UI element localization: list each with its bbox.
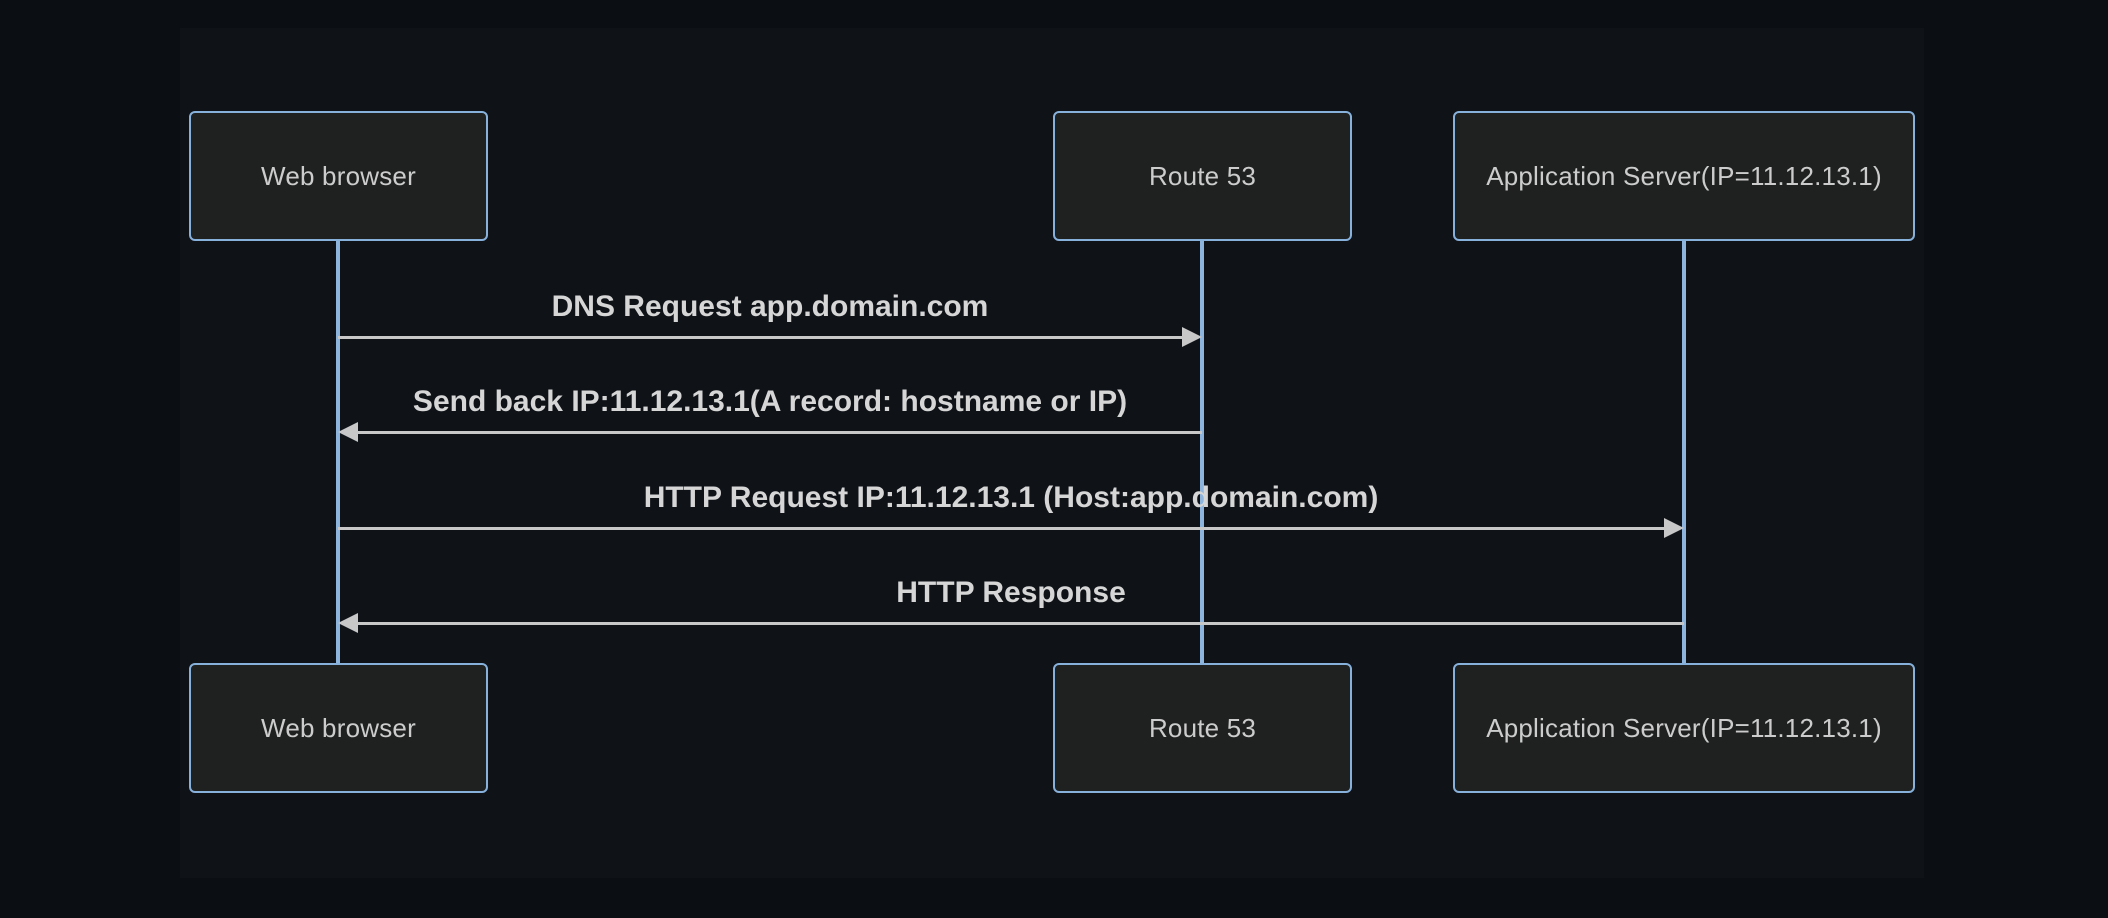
actor-box-route-53-bottom: Route 53 <box>1053 663 1352 793</box>
actor-label-route-53: Route 53 <box>1148 712 1257 743</box>
actor-label-application-server: Application Server(IP=11.12.13.1) <box>1486 712 1882 743</box>
lifeline-web-browser <box>336 239 340 665</box>
actor-box-web-browser-bottom: Web browser <box>189 663 488 793</box>
actor-box-web-browser-top: Web browser <box>189 111 488 241</box>
message-arrowhead-icon-1 <box>1182 327 1202 347</box>
lifeline-route-53 <box>1200 239 1204 665</box>
lifeline-application-server <box>1682 239 1686 665</box>
message-label-1: DNS Request app.domain.com <box>551 290 989 323</box>
actor-label-route-53: Route 53 <box>1148 160 1257 191</box>
actor-label-web-browser: Web browser <box>261 712 416 743</box>
message-label-3: HTTP Request IP:11.12.13.1 (Host:app.dom… <box>643 481 1379 514</box>
message-line-4 <box>358 622 1684 625</box>
actor-box-application-server-top: Application Server(IP=11.12.13.1) <box>1453 111 1915 241</box>
message-line-2 <box>358 431 1202 434</box>
actor-box-application-server-bottom: Application Server(IP=11.12.13.1) <box>1453 663 1915 793</box>
message-arrowhead-icon-2 <box>338 422 358 442</box>
actor-box-route-53-top: Route 53 <box>1053 111 1352 241</box>
actor-label-web-browser: Web browser <box>261 160 416 191</box>
message-label-4: HTTP Response <box>896 576 1126 609</box>
message-arrowhead-icon-4 <box>338 613 358 633</box>
message-line-3 <box>338 527 1664 530</box>
message-line-1 <box>338 336 1182 339</box>
message-label-2: Send back IP:11.12.13.1(A record: hostna… <box>412 385 1128 418</box>
message-arrowhead-icon-3 <box>1664 518 1684 538</box>
actor-label-application-server: Application Server(IP=11.12.13.1) <box>1486 160 1882 191</box>
